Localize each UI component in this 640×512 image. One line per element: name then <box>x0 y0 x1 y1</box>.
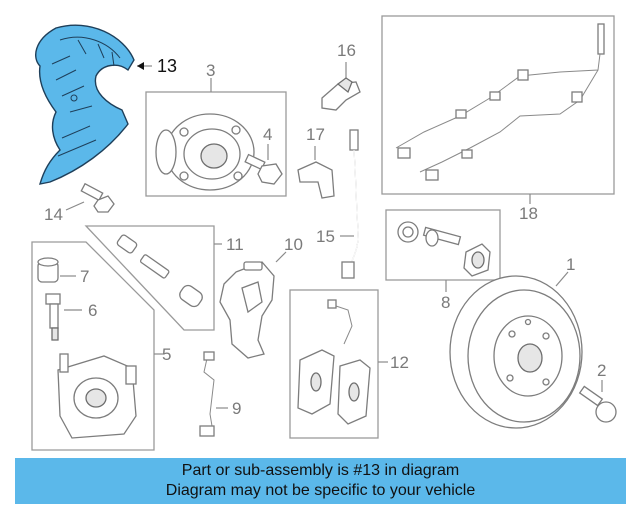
box-5-caliper-group <box>31 241 155 451</box>
box-12-brake-pad-set <box>289 289 379 439</box>
part-18-sensor-harness[interactable] <box>395 23 605 181</box>
callout-14: 14 <box>44 205 63 224</box>
part-15-brake-hose[interactable] <box>341 129 359 279</box>
part-6-bleeder-valve[interactable] <box>45 293 61 341</box>
part-13-splash-shield[interactable] <box>35 24 135 185</box>
box-3-hub-group <box>145 91 287 197</box>
callout-10: 10 <box>284 235 303 254</box>
callout-10-leader <box>275 251 287 263</box>
part-1-brake-rotor[interactable] <box>449 275 583 429</box>
callout-2: 2 <box>597 361 606 380</box>
part-8-bearing-set[interactable] <box>397 221 491 277</box>
info-banner: Part or sub-assembly is #13 in diagram D… <box>15 458 626 504</box>
callout-11: 11 <box>226 235 244 254</box>
callout-13: 13 <box>157 56 177 76</box>
callout-15: 15 <box>316 227 335 246</box>
part-17-bracket[interactable] <box>297 161 335 199</box>
callout-6: 6 <box>88 301 97 320</box>
part-14-shield-bolt[interactable] <box>80 182 115 213</box>
banner-disclaimer: Diagram may not be specific to your vehi… <box>165 482 476 499</box>
part-11-guide-pins[interactable] <box>116 234 204 309</box>
part-5-caliper[interactable] <box>57 353 137 439</box>
part-10-caliper-bracket[interactable] <box>219 261 275 359</box>
part-12-brake-pads[interactable] <box>297 299 371 425</box>
callout-14-leader <box>65 201 85 211</box>
part-16-bracket[interactable] <box>321 77 361 111</box>
callout-7: 7 <box>80 267 89 286</box>
part-7-boot[interactable] <box>37 257 59 283</box>
part-2-rotor-screw[interactable] <box>578 385 617 423</box>
callout-17: 17 <box>306 125 325 144</box>
callout-4: 4 <box>263 125 272 144</box>
part-4-hub-bolt[interactable] <box>244 153 283 185</box>
callout-18: 18 <box>519 204 538 223</box>
box-8-bearing-group <box>385 209 501 281</box>
callout-8: 8 <box>441 293 450 312</box>
callout-5: 5 <box>162 345 171 364</box>
callout-1-leader <box>555 271 569 287</box>
callout-16: 16 <box>337 41 356 60</box>
callout-3: 3 <box>206 61 215 80</box>
box-11-guide-pin-group <box>84 225 215 331</box>
callout-9: 9 <box>232 399 241 418</box>
callout-12: 12 <box>390 353 409 372</box>
part-3-wheel-hub[interactable] <box>155 113 255 191</box>
part-9-wear-sensor[interactable] <box>199 351 215 437</box>
banner-part-note: Part or sub-assembly is #13 in diagram <box>181 462 460 479</box>
box-18-sensor-harness <box>381 15 615 195</box>
callout-13-arrow <box>137 62 144 70</box>
callout-1: 1 <box>566 255 575 274</box>
